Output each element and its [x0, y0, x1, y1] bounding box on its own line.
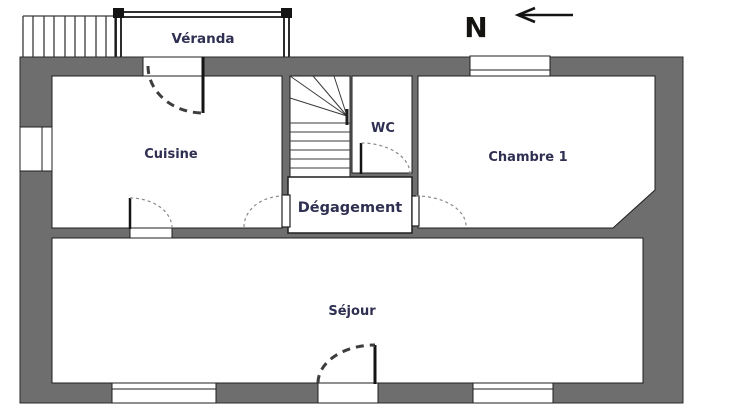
label-degagement: Dégagement	[298, 200, 403, 216]
label-chambre1: Chambre 1	[488, 150, 567, 165]
north-arrow-icon	[514, 6, 573, 24]
windows	[19, 55, 554, 404]
window-sejour-right	[472, 382, 554, 404]
label-wc: WC	[371, 121, 395, 136]
window-sejour-left	[111, 382, 217, 404]
stair-treads	[290, 122, 350, 169]
stair-winders	[289, 75, 348, 117]
label-veranda: Véranda	[171, 31, 234, 47]
doors	[128, 57, 467, 384]
exterior-stairs	[22, 15, 116, 57]
door-degagement-chambre1	[411, 195, 467, 227]
opening-cuisine-sejour	[129, 227, 173, 239]
veranda-post-right	[281, 8, 292, 18]
north-label: N	[464, 11, 487, 44]
opening-entrance	[317, 382, 379, 404]
door-entrance-sejour	[316, 343, 377, 384]
north-indicator: N	[464, 6, 573, 44]
door-cuisine-sejour	[128, 197, 173, 229]
staircase	[289, 75, 350, 169]
label-cuisine: Cuisine	[144, 147, 198, 162]
veranda-post-left	[113, 8, 124, 18]
veranda-structure	[113, 8, 292, 57]
opening-veranda-cuisine	[142, 56, 204, 77]
room-cuisine-floor	[51, 75, 283, 229]
stairwell-floor	[289, 75, 351, 178]
room-sejour-floor	[51, 237, 644, 384]
window-left-wall	[19, 126, 53, 172]
door-cuisine-degagement	[243, 194, 291, 228]
window-chambre1-top	[469, 55, 551, 77]
room-labels: Véranda Cuisine WC Chambre 1 Dégagement …	[144, 31, 567, 319]
door-wc	[359, 142, 411, 175]
label-sejour: Séjour	[328, 304, 376, 319]
door-veranda-cuisine	[146, 57, 205, 115]
